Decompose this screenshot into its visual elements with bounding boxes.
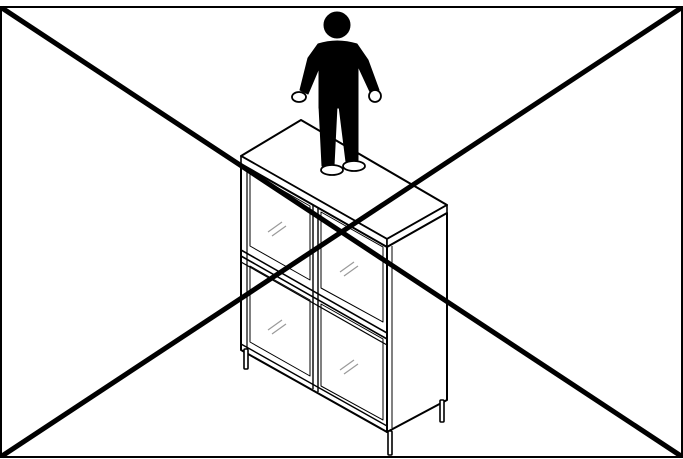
cabinet — [240, 119, 448, 456]
cabinet-side-panel — [386, 212, 448, 433]
cabinet-mid-rail-1 — [240, 249, 388, 334]
cabinet-mid-rail-2 — [240, 255, 388, 340]
person-figure — [291, 11, 382, 176]
person-right-leg — [338, 105, 359, 163]
person-right-shoe — [342, 160, 366, 172]
person-head — [323, 11, 351, 39]
glass-door-upper-right — [320, 211, 384, 323]
person-left-shoe — [320, 164, 344, 176]
person-torso — [299, 40, 380, 109]
person-left-leg — [318, 105, 338, 167]
cabinet-mid-rail-3 — [240, 261, 388, 346]
cross-line-ascending — [0, 5, 683, 459]
cross-out-mark — [0, 5, 683, 459]
glass-reflections — [267, 221, 359, 375]
cabinet-legs — [243, 348, 445, 456]
glass-door-lower-right — [320, 303, 384, 421]
glass-door-lower-left — [249, 265, 311, 377]
person-left-hand — [291, 91, 307, 103]
cabinet-base-line — [240, 343, 388, 427]
person-right-hand — [368, 89, 382, 103]
glass-door-upper-left — [249, 171, 311, 281]
